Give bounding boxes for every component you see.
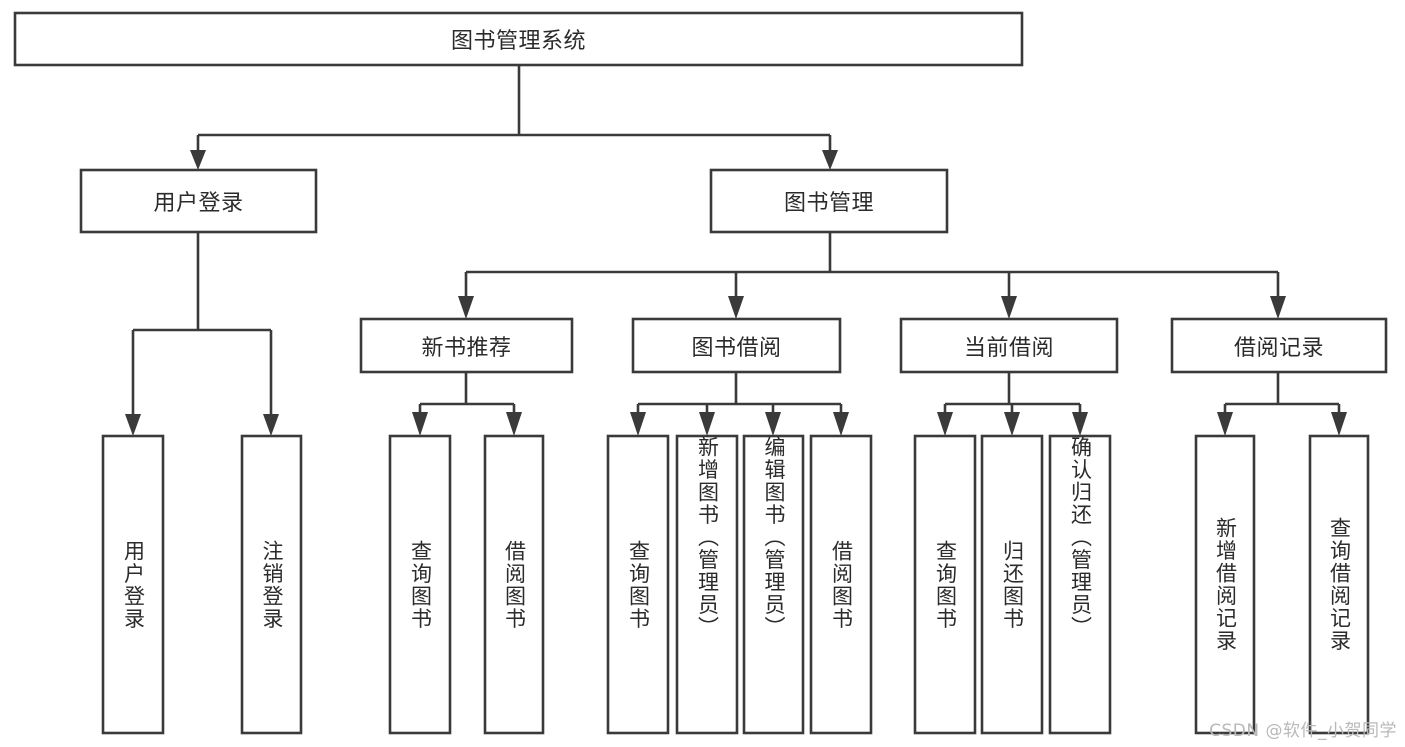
node-leaf-logout-login[interactable] — [240, 434, 303, 735]
arrowhead-leaf-logout-login — [263, 414, 279, 436]
node-leaf-add-record[interactable] — [1194, 434, 1256, 735]
arrowhead-borrow-record — [1270, 296, 1286, 319]
arrowhead-leaf-borrow-book-1 — [506, 412, 522, 436]
arrowhead-leaf-query-book-1 — [412, 412, 428, 436]
arrowhead-book-manage — [822, 150, 838, 170]
node-leaf-borrow-book-2[interactable] — [809, 434, 873, 735]
node-borrow-record[interactable] — [1170, 317, 1388, 374]
csdn-watermark: CSDN @软件_小贺同学 — [1209, 721, 1397, 741]
node-leaf-query-record[interactable] — [1308, 434, 1370, 735]
node-leaf-add-book[interactable] — [675, 434, 739, 735]
arrowhead-leaf-confirm-return — [1072, 412, 1088, 436]
arrowhead-leaf-query-book-3 — [937, 412, 953, 436]
arrowhead-leaf-return-book — [1004, 412, 1020, 436]
arrowhead-leaf-user-login — [125, 414, 141, 436]
arrowhead-leaf-add-book — [699, 412, 715, 436]
node-root[interactable] — [13, 11, 1024, 67]
node-current-borrow[interactable] — [899, 317, 1119, 374]
node-leaf-confirm-return[interactable] — [1048, 434, 1112, 735]
node-leaf-user-login[interactable] — [101, 434, 165, 735]
node-leaf-query-book-2[interactable] — [606, 434, 670, 735]
arrowhead-current-borrow — [1001, 296, 1017, 319]
node-layer — [13, 11, 1388, 735]
arrowhead-book-borrow — [728, 296, 744, 319]
arrowhead-leaf-query-record — [1331, 412, 1347, 436]
node-leaf-edit-book[interactable] — [742, 434, 805, 735]
arrowhead-leaf-edit-book — [765, 412, 781, 436]
arrowhead-user-login — [190, 150, 206, 170]
node-book-borrow[interactable] — [631, 317, 842, 374]
arrowhead-leaf-borrow-book-2 — [833, 412, 849, 436]
connector-layer — [125, 65, 1347, 436]
node-user-login[interactable] — [79, 168, 318, 234]
arrowhead-leaf-add-record — [1217, 412, 1233, 436]
node-leaf-borrow-book-1[interactable] — [483, 434, 545, 735]
arrowhead-leaf-query-book-2 — [630, 412, 646, 436]
node-leaf-return-book[interactable] — [980, 434, 1044, 735]
arrowhead-new-book-recommend — [458, 296, 474, 319]
node-new-book-recommend[interactable] — [359, 317, 574, 374]
node-leaf-query-book-1[interactable] — [388, 434, 452, 735]
node-leaf-query-book-3[interactable] — [913, 434, 977, 735]
node-book-manage[interactable] — [709, 168, 949, 234]
